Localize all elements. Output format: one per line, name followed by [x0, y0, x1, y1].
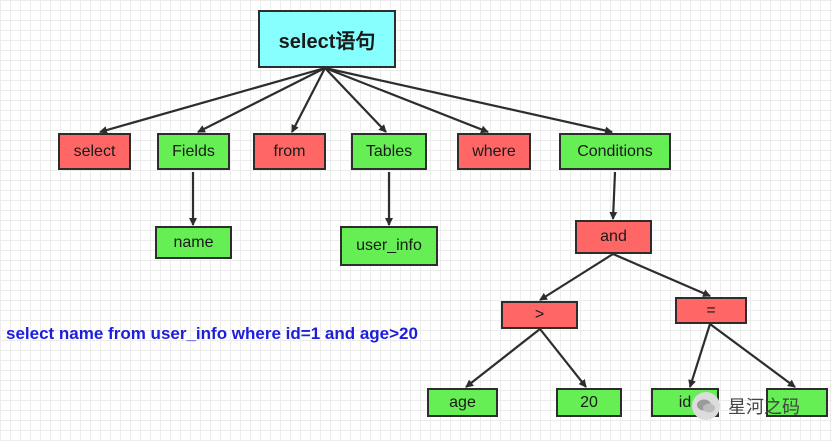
node-from-keyword: from	[253, 133, 326, 170]
wechat-icon	[692, 392, 720, 420]
watermark-text: 星河之码	[728, 397, 800, 418]
node-20: 20	[556, 388, 622, 417]
node-name: name	[155, 226, 232, 259]
root-node-select-statement: select语句	[258, 10, 396, 68]
node-select-keyword: select	[58, 133, 131, 170]
edge-conditions-and	[609, 171, 618, 220]
edge-and-eq	[612, 252, 711, 298]
node-age: age	[427, 388, 498, 417]
node-user-info: user_info	[340, 226, 438, 266]
node-and-operator: and	[575, 220, 652, 254]
edge-root-from	[291, 67, 326, 133]
sql-statement-caption: select name from user_info where id=1 an…	[6, 324, 418, 343]
node-where-keyword: where	[457, 133, 531, 170]
edge-root-conditions	[324, 66, 613, 135]
edge-root-select	[99, 66, 326, 134]
edge-root-tables	[324, 67, 387, 133]
node-tables: Tables	[351, 133, 427, 170]
watermark: 星河之码	[692, 388, 800, 424]
edge-root-where	[324, 66, 489, 134]
node-equals-operator: =	[675, 297, 747, 324]
edge-gt-age	[465, 328, 541, 388]
node-1	[766, 388, 828, 417]
node-fields: Fields	[157, 133, 230, 170]
edge-and-gt	[539, 253, 614, 301]
edge-root-fields	[197, 67, 326, 133]
edge-eq-1	[709, 323, 796, 388]
node-conditions: Conditions	[559, 133, 671, 170]
edge-gt-20	[539, 328, 587, 388]
node-greater-than-operator: >	[501, 301, 578, 329]
edge-eq-id	[688, 323, 712, 388]
